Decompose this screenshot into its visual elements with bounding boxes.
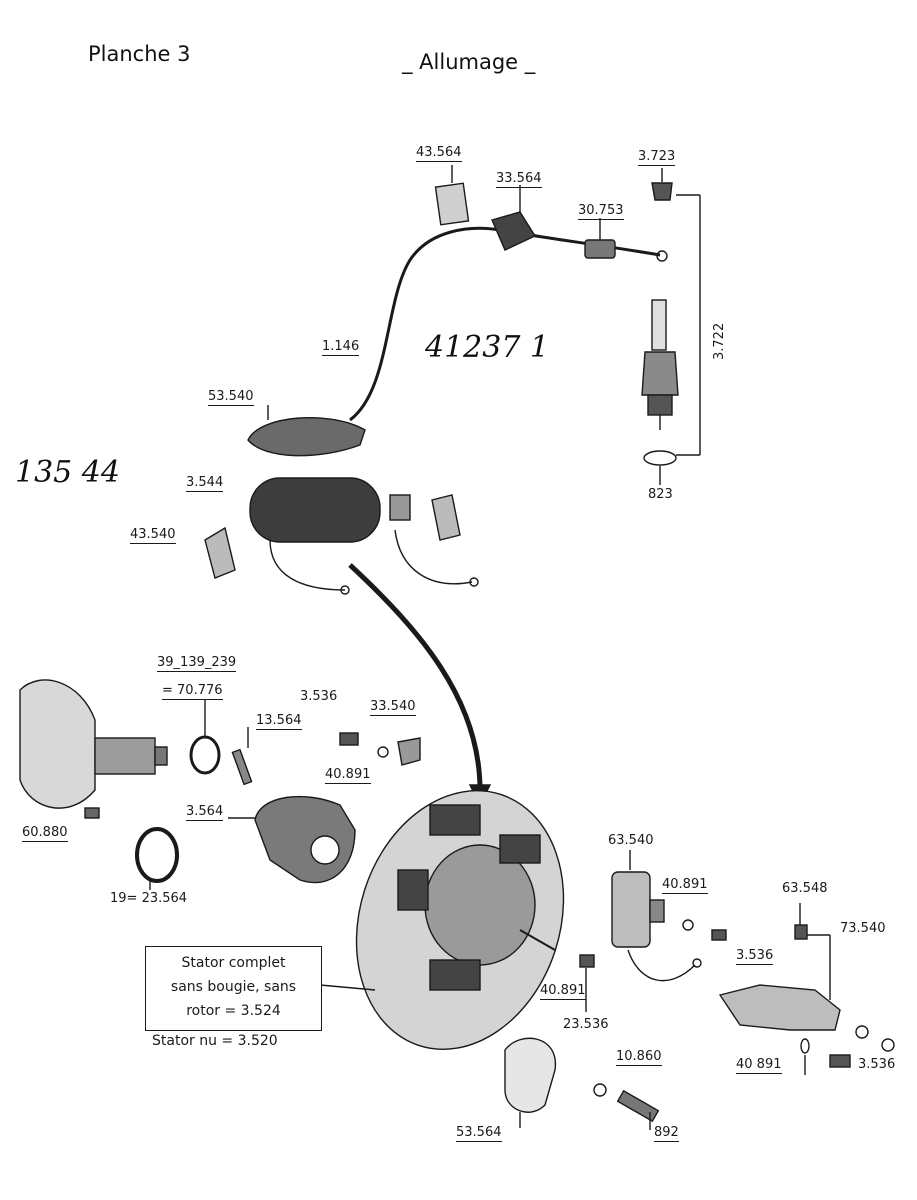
part-label: 23.536 bbox=[563, 1017, 609, 1032]
key-60880-part bbox=[84, 807, 100, 819]
part-label: 53.540 bbox=[208, 389, 254, 406]
part-label: 73.540 bbox=[840, 921, 886, 936]
part-label: 39_139_239 bbox=[157, 655, 237, 672]
part-label: 63.548 bbox=[782, 881, 828, 896]
washer-10860-part bbox=[593, 1083, 607, 1097]
washer-40891-part bbox=[377, 746, 389, 758]
screw-892-part bbox=[616, 1089, 660, 1123]
part-label: 40.891 bbox=[662, 877, 708, 894]
stator-nu-label: Stator nu = 3.520 bbox=[152, 1033, 278, 1049]
clip-43564-part bbox=[434, 165, 470, 226]
part-label: 43.540 bbox=[130, 527, 176, 544]
nut-3536c-part bbox=[855, 1025, 869, 1039]
cap-33564-part bbox=[491, 185, 537, 251]
part-label: = 70.776 bbox=[162, 683, 223, 700]
part-label: 10.860 bbox=[616, 1049, 662, 1066]
coil-arrow bbox=[348, 563, 483, 791]
part-label: 33.540 bbox=[370, 699, 416, 716]
part-label: 3.723 bbox=[638, 149, 676, 166]
washer-40891b-part bbox=[682, 919, 694, 931]
stator-box-line: sans bougie, sans bbox=[170, 979, 297, 995]
handwritten-note-left: 135 44 bbox=[15, 455, 120, 490]
washer-40891d-part bbox=[800, 1038, 810, 1054]
connector-30753-part bbox=[584, 218, 668, 262]
screw-3536-part bbox=[339, 732, 359, 746]
clip-43540-left-part bbox=[204, 526, 236, 579]
stator-plate-part bbox=[355, 790, 565, 1050]
plate-number: Planche 3 bbox=[88, 42, 191, 66]
coil-cover-53540-part bbox=[247, 405, 366, 457]
felt-53564-part bbox=[504, 1037, 557, 1113]
part-label: 40.891 bbox=[325, 767, 371, 784]
bracket-3722 bbox=[676, 194, 701, 456]
part-label: 3.564 bbox=[186, 804, 224, 821]
seal-23564-part bbox=[135, 827, 179, 883]
ht-lead bbox=[349, 226, 501, 422]
part-label: 19= 23.564 bbox=[110, 891, 188, 906]
ring-70776-part bbox=[189, 735, 221, 775]
part-label: 823 bbox=[648, 487, 673, 502]
clip-33540-part bbox=[397, 737, 421, 766]
part-label: 3.536 bbox=[736, 948, 774, 965]
part-label: 3.536 bbox=[300, 689, 338, 704]
part-label: 63.540 bbox=[608, 833, 654, 848]
stator-box-line: rotor = 3.524 bbox=[186, 1003, 281, 1019]
part-label: 40.891 bbox=[540, 983, 586, 1000]
screw-23536-part bbox=[579, 954, 595, 968]
coil-3544-part bbox=[249, 477, 479, 595]
rotor-3564-part bbox=[228, 795, 356, 884]
part-label: 3.536 bbox=[858, 1057, 896, 1072]
part-label: 40 891 bbox=[736, 1057, 782, 1074]
part-label: 1.146 bbox=[322, 339, 360, 356]
stator-complete-box: Stator complet sans bougie, sans rotor =… bbox=[145, 946, 322, 1031]
handwritten-note-top: 41237 1 bbox=[425, 330, 550, 365]
washer-823-part bbox=[643, 450, 677, 466]
part-label: 30.753 bbox=[578, 203, 624, 220]
screw-13564-part bbox=[231, 727, 253, 786]
clip-43540-right-part bbox=[431, 494, 461, 541]
terminal-3723-part bbox=[651, 168, 673, 201]
part-label: 53.564 bbox=[456, 1125, 502, 1142]
part-label: 13.564 bbox=[256, 713, 302, 730]
part-label: 33.564 bbox=[496, 171, 542, 188]
part-label: 892 bbox=[654, 1125, 679, 1142]
diagram-title: _ Allumage _ bbox=[402, 50, 536, 74]
stator-box-line: Stator complet bbox=[181, 955, 286, 971]
screw-3536b-part bbox=[711, 929, 727, 941]
part-label: 3.544 bbox=[186, 475, 224, 492]
spark-plug-part bbox=[641, 299, 679, 430]
breaker-73540-part bbox=[718, 903, 841, 1031]
crankshaft-part bbox=[19, 679, 168, 809]
plug-lead bbox=[529, 233, 661, 257]
part-label-vertical: 3.722 bbox=[712, 322, 727, 360]
part-label: 60.880 bbox=[22, 825, 68, 842]
part-label: 43.564 bbox=[416, 145, 462, 162]
condenser-63540-part bbox=[611, 850, 702, 982]
